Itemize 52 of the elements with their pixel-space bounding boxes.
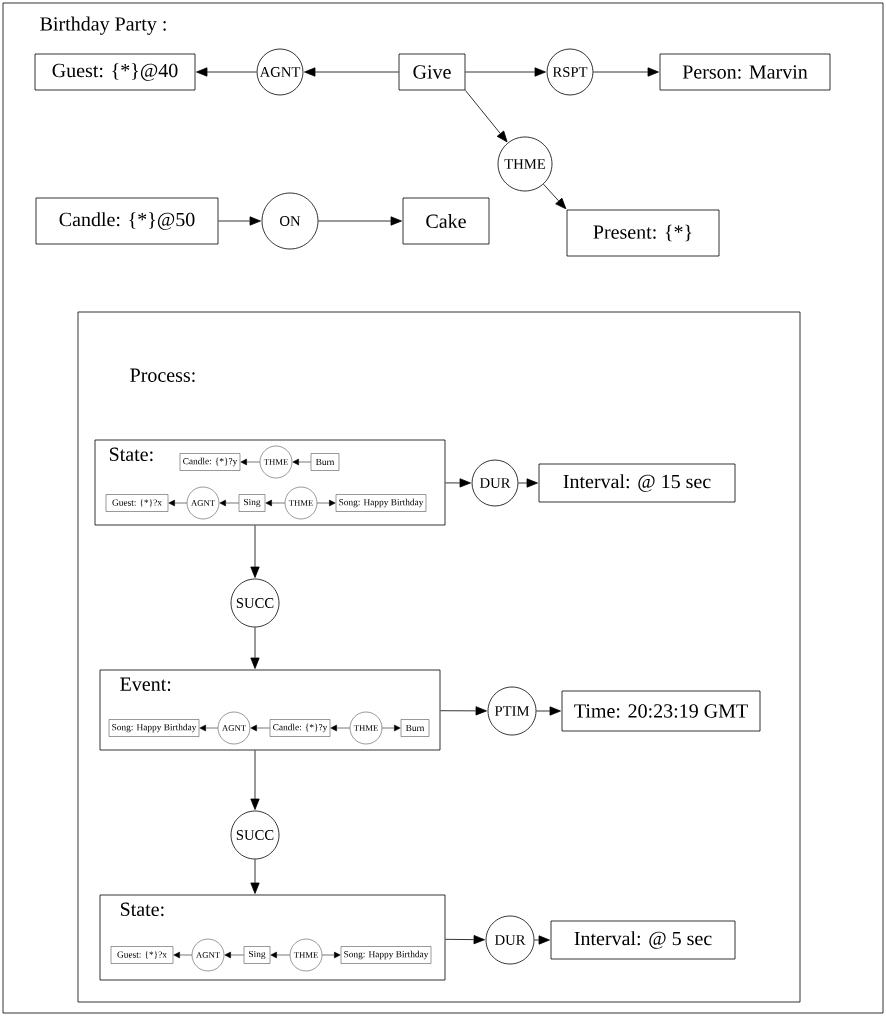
arrow: [536, 706, 561, 716]
arrow: [240, 458, 261, 466]
arrow: [196, 67, 257, 77]
concept-box: Guest: {*}?x: [105, 494, 169, 512]
arrow: [534, 935, 550, 945]
arrow: [318, 216, 402, 226]
arrow: [224, 951, 245, 959]
arrow: [593, 67, 659, 77]
concept-box: Song: Happy Birthday: [108, 719, 200, 737]
concept-box: Sing: [243, 946, 271, 964]
arrow: [440, 706, 487, 716]
arrow: [543, 183, 567, 210]
concept-box: Present: {*}: [566, 209, 720, 257]
concept-box: Person: Marvin: [659, 53, 831, 91]
concept-box: Interval: @ 5 sec: [550, 920, 736, 960]
arrow: [381, 724, 401, 732]
concept-box: Candle: {*}@50: [35, 197, 219, 245]
arrow: [250, 750, 260, 810]
concept-box: Burn: [310, 453, 340, 471]
arrow: [265, 499, 286, 507]
concept-box: Cake: [402, 197, 490, 245]
concept-box: Song: Happy Birthday: [340, 946, 432, 964]
concept-box: Guest: {*}?x: [110, 946, 174, 964]
arrow: [218, 216, 261, 226]
arrow: [330, 724, 351, 732]
arrow: [292, 458, 312, 466]
concept-box: Candle: {*}?y: [179, 453, 241, 471]
arrow: [316, 499, 336, 507]
concept-box: Song: Happy Birthday: [335, 494, 427, 512]
arrow: [250, 525, 260, 578]
concept-box: Give: [398, 53, 466, 91]
arrow: [465, 90, 508, 143]
arrow: [304, 67, 399, 77]
arrow: [270, 951, 291, 959]
arrow: [445, 935, 485, 945]
concept-box: Time: 20:23:19 GMT: [561, 690, 761, 732]
arrow: [173, 951, 193, 959]
arrow: [219, 499, 240, 507]
concept-box: Guest: {*}@40: [34, 53, 196, 91]
concept-box: Interval: @ 15 sec: [538, 463, 736, 503]
concept-box: Sing: [238, 494, 266, 512]
arrow: [518, 478, 538, 488]
arrow: [250, 724, 271, 732]
arrow: [250, 627, 260, 669]
arrow: [445, 478, 471, 488]
arrow: [168, 499, 188, 507]
concept-box: Candle: {*}?y: [269, 719, 331, 737]
concept-box: Burn: [400, 719, 430, 737]
arrow: [465, 67, 546, 77]
arrow: [199, 724, 219, 732]
arrow: [321, 951, 341, 959]
arrow: [250, 859, 260, 894]
